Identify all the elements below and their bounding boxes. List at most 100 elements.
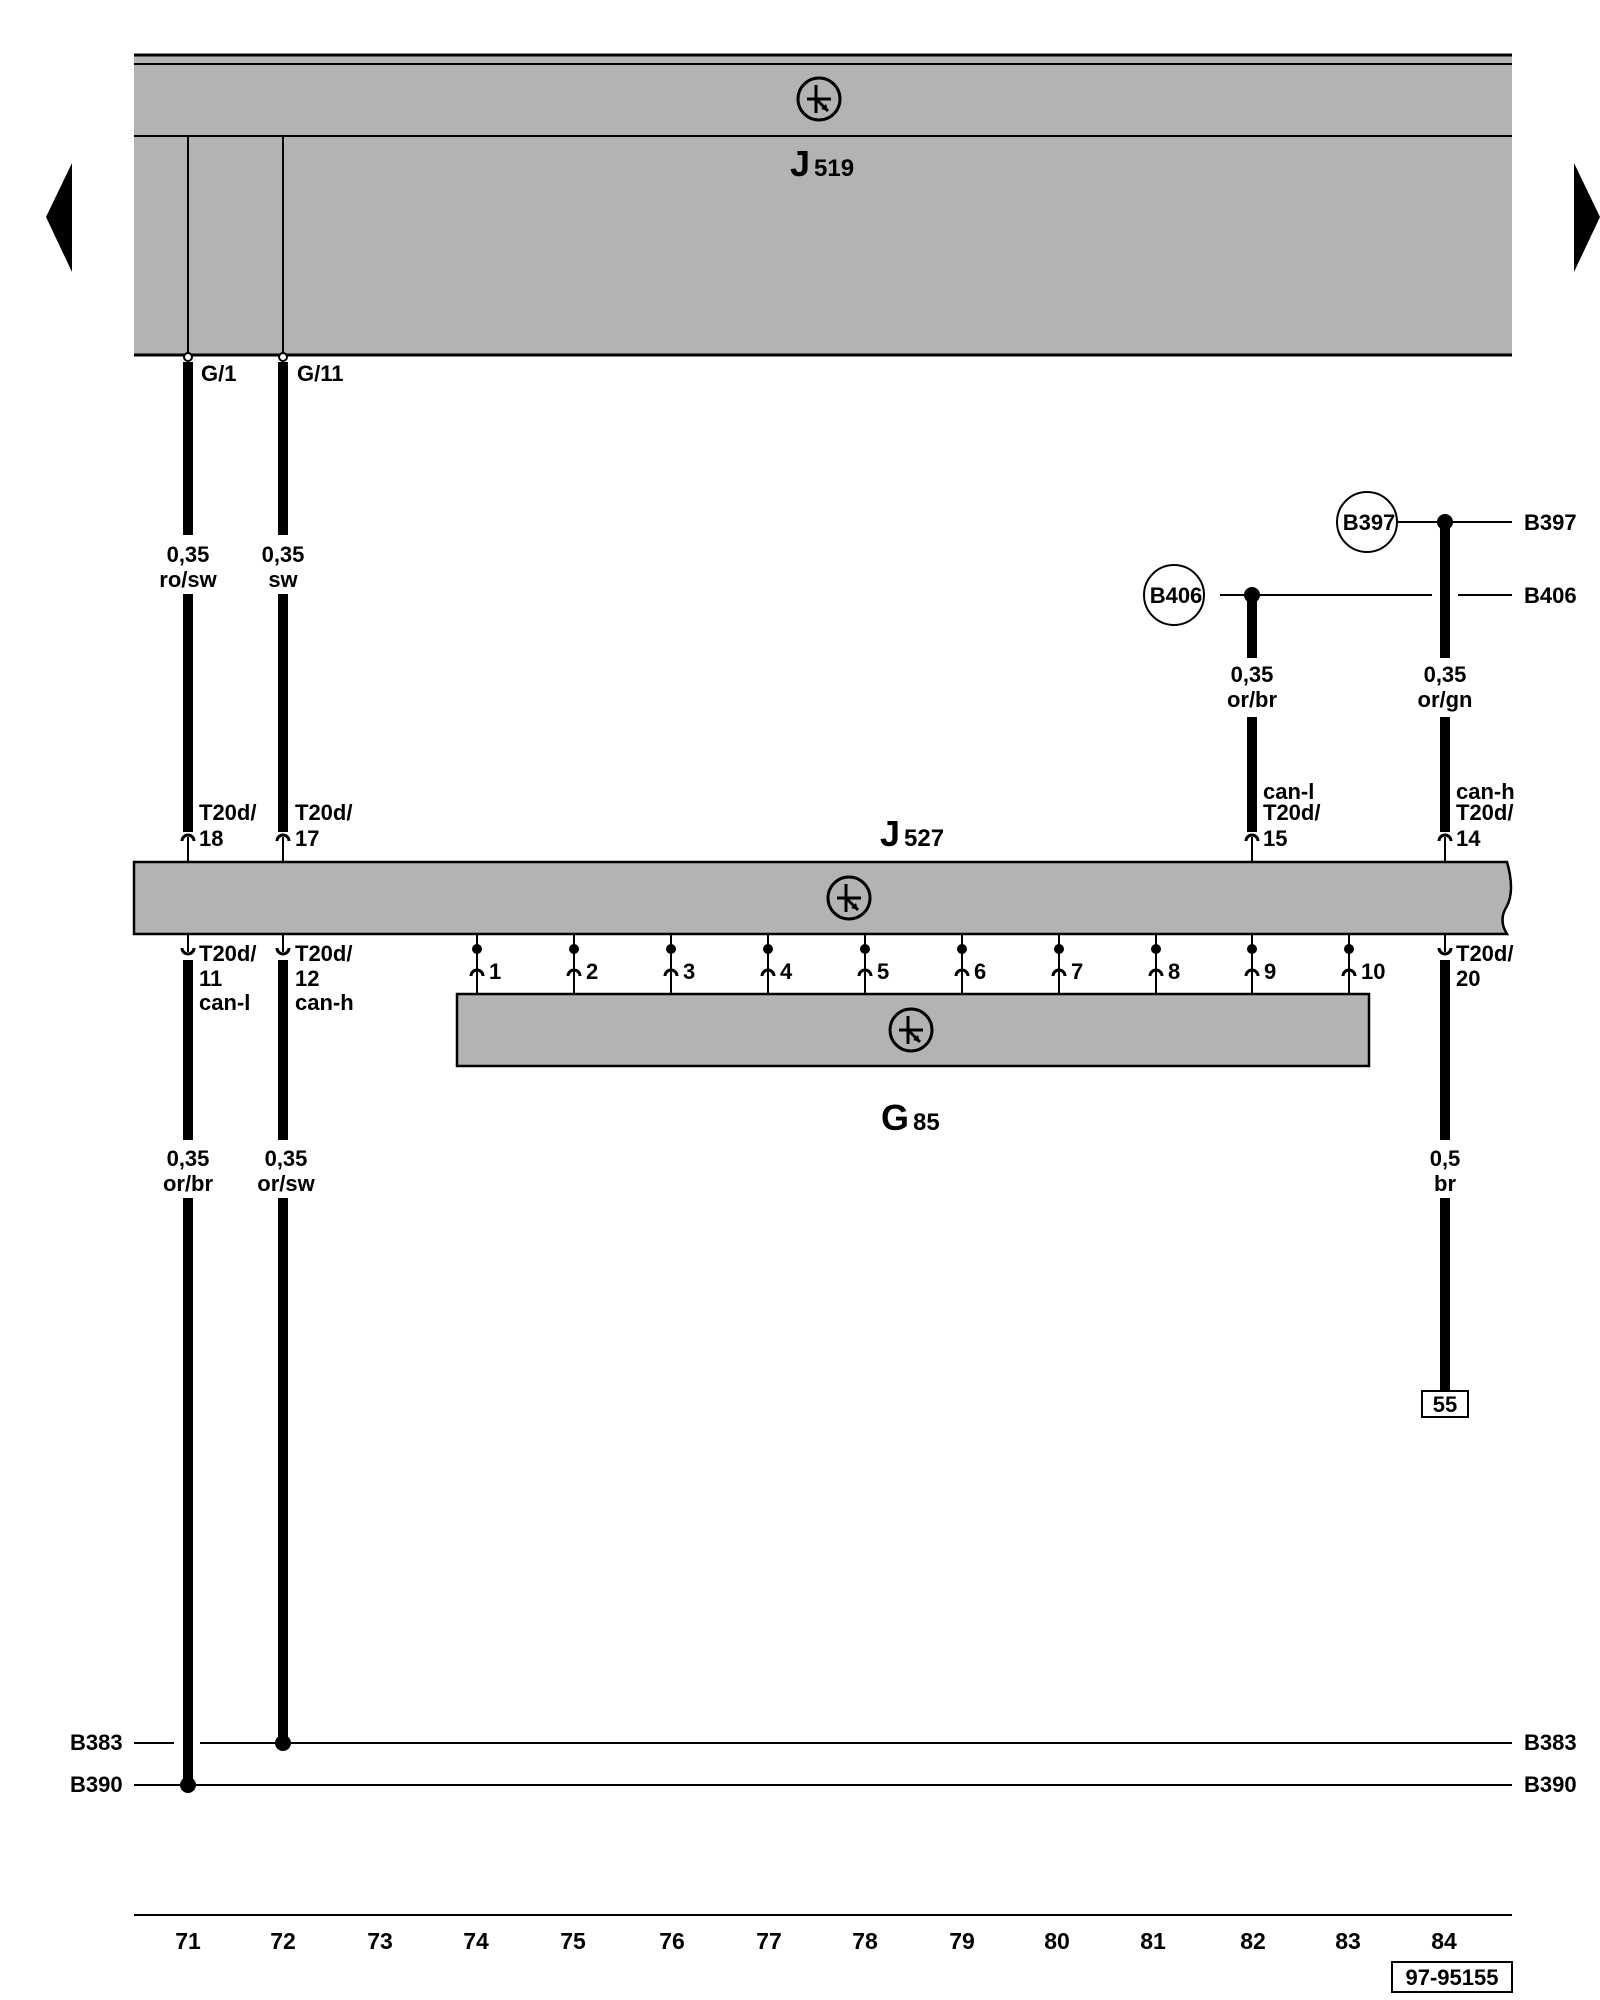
pin-label-g11: G/11 <box>297 361 343 386</box>
column-number: 83 <box>1335 1928 1361 1954</box>
svg-text:B390: B390 <box>1524 1772 1577 1797</box>
next-page-arrow-icon[interactable] <box>1574 163 1600 272</box>
column-number: 73 <box>367 1928 393 1954</box>
wire-label-6: 0,35 or/sw <box>257 1146 315 1196</box>
bus-b397: B397 B397 <box>1336 491 1577 553</box>
svg-text:br: br <box>1434 1171 1456 1196</box>
wire-label-4: 0,35 or/gn <box>1418 662 1473 712</box>
svg-text:15: 15 <box>1263 826 1287 851</box>
svg-text:sw: sw <box>268 567 298 592</box>
ground-reference-box: 55 <box>1421 1390 1469 1418</box>
svg-text:B383: B383 <box>1524 1730 1577 1755</box>
wires-upper <box>183 362 1450 832</box>
svg-text:can-h: can-h <box>1456 779 1515 804</box>
g85-pin-label: 9 <box>1264 959 1276 984</box>
g85-pin-8: 8 <box>1148 934 1180 994</box>
g85-pin-10: 10 <box>1341 934 1385 994</box>
column-number: 76 <box>659 1928 685 1954</box>
svg-text:T20d/: T20d/ <box>295 800 352 825</box>
g85-pin-label: 5 <box>877 959 889 984</box>
connector-t20d-14: can-h T20d/ 14 <box>1437 779 1515 862</box>
wire-label-3: 0,35 or/br <box>1227 662 1278 712</box>
connector-t20d-17: T20d/ 17 <box>275 800 352 862</box>
g85-pin-group: 1 2 3 4 5 6 7 8 9 10 <box>469 934 1385 994</box>
column-number: 75 <box>560 1928 586 1954</box>
bus-b390: B390 B390 <box>70 1772 1577 1797</box>
connector-t20d-20: T20d/ 20 <box>1437 934 1513 991</box>
column-number: 79 <box>949 1928 975 1954</box>
connector-t20d-18: T20d/ 18 <box>180 800 256 862</box>
svg-text:or/br: or/br <box>1227 687 1278 712</box>
svg-text:20: 20 <box>1456 966 1480 991</box>
connector-t20d-12: T20d/ 12 can-h <box>275 934 354 1015</box>
svg-text:T20d/: T20d/ <box>1456 941 1513 966</box>
svg-text:97-95155: 97-95155 <box>1406 1965 1499 1990</box>
svg-text:0,35: 0,35 <box>167 542 210 567</box>
svg-text:B406: B406 <box>1150 583 1203 608</box>
g85-pin-label: 6 <box>974 959 986 984</box>
wires-lower <box>183 960 1450 1780</box>
bus-b383: B383 B383 <box>70 1730 1577 1755</box>
svg-text:can-l: can-l <box>1263 779 1314 804</box>
svg-text:or/br: or/br <box>163 1171 214 1196</box>
g85-pin-label: 2 <box>586 959 598 984</box>
svg-text:18: 18 <box>199 826 223 851</box>
g85-pin-label: 10 <box>1361 959 1385 984</box>
svg-text:or/gn: or/gn <box>1418 687 1473 712</box>
column-number: 72 <box>270 1928 296 1954</box>
connector-t20d-15: can-l T20d/ 15 <box>1244 779 1320 862</box>
svg-text:14: 14 <box>1456 826 1481 851</box>
svg-text:0,35: 0,35 <box>262 542 305 567</box>
wire-label-1: 0,35 ro/sw <box>159 542 217 592</box>
pin-label-g1: G/1 <box>201 361 236 386</box>
svg-text:ro/sw: ro/sw <box>159 567 217 592</box>
svg-text:T20d/: T20d/ <box>1456 800 1513 825</box>
svg-text:0,35: 0,35 <box>1424 662 1467 687</box>
column-number: 82 <box>1240 1928 1266 1954</box>
g85-pin-6: 6 <box>954 934 986 994</box>
svg-text:T20d/: T20d/ <box>295 941 352 966</box>
column-number: 84 <box>1431 1928 1457 1954</box>
svg-text:12: 12 <box>295 966 319 991</box>
svg-text:0,35: 0,35 <box>167 1146 210 1171</box>
column-number: 71 <box>175 1928 201 1954</box>
svg-text:B383: B383 <box>70 1730 123 1755</box>
g85-pin-label: 1 <box>489 959 501 984</box>
g85-pin-4: 4 <box>760 934 793 994</box>
g85-pin-5: 5 <box>857 934 889 994</box>
svg-text:11: 11 <box>199 966 222 991</box>
g85-pin-label: 8 <box>1168 959 1180 984</box>
svg-text:B397: B397 <box>1343 510 1396 535</box>
svg-text:0,5: 0,5 <box>1430 1146 1461 1171</box>
connector-t20d-11: T20d/ 11 can-l <box>180 934 256 1015</box>
column-number: 74 <box>463 1928 489 1954</box>
svg-text:B406: B406 <box>1524 583 1577 608</box>
svg-text:T20d/: T20d/ <box>199 800 256 825</box>
wire-label-7: 0,5 br <box>1430 1146 1461 1196</box>
g85-pin-label: 4 <box>780 959 793 984</box>
svg-text:B390: B390 <box>70 1772 123 1797</box>
column-number: 77 <box>756 1928 782 1954</box>
svg-text:T20d/: T20d/ <box>1263 800 1320 825</box>
column-number: 78 <box>852 1928 878 1954</box>
svg-text:can-h: can-h <box>295 990 354 1015</box>
g85-pin-3: 3 <box>663 934 695 994</box>
bus-b406: B406 B406 <box>1143 564 1577 626</box>
svg-text:17: 17 <box>295 826 319 851</box>
g85-pin-1: 1 <box>469 934 501 994</box>
prev-page-arrow-icon[interactable] <box>46 163 72 272</box>
g85-pin-label: 7 <box>1071 959 1083 984</box>
svg-text:T20d/: T20d/ <box>199 941 256 966</box>
svg-text:can-l: can-l <box>199 990 250 1015</box>
g85-pin-2: 2 <box>566 934 598 994</box>
g85-pin-label: 3 <box>683 959 695 984</box>
wire-label-5: 0,35 or/br <box>163 1146 214 1196</box>
